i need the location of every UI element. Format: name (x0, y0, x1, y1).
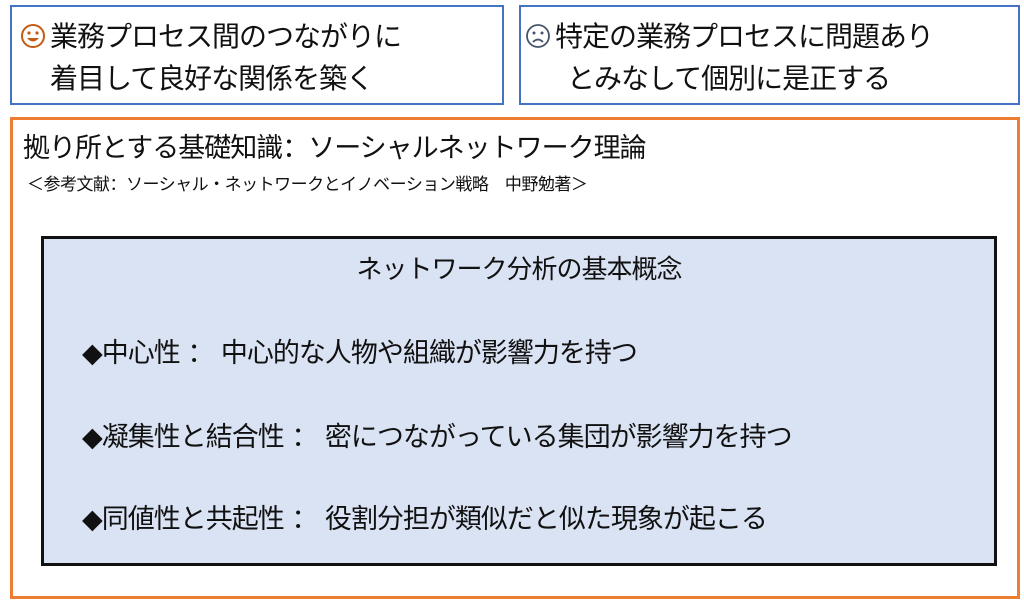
foundation-title: 拠り所とする基礎知識：ソーシャルネットワーク理論 (23, 133, 647, 164)
concept-item: ◆中心性 ： 中心的な人物や組織が影響力を持つ (82, 338, 638, 369)
concept-item: ◆凝集性と結合性 ： 密につながっている集団が影響力を持つ (82, 422, 793, 453)
positive-line-1: 業務プロセス間のつながりに (50, 20, 402, 53)
concept-item: ◆同値性と共起性 ： 役割分担が類似だと似た現象が起こる (82, 504, 768, 535)
positive-line-2: 着目して良好な関係を築く (50, 62, 374, 95)
smiley-face-icon (21, 24, 45, 48)
foundation-box: 拠り所とする基礎知識：ソーシャルネットワーク理論 ＜参考文献：ソーシャル・ネット… (10, 117, 1020, 599)
negative-approach-box: 特定の業務プロセスに問題あり とみなして個別に是正する (519, 5, 1020, 105)
reference-citation: ＜参考文献：ソーシャル・ネットワークとイノベーション戦略 中野勉著＞ (27, 175, 588, 195)
negative-line-2: とみなして個別に是正する (567, 62, 891, 95)
negative-line-1: 特定の業務プロセスに問題あり (555, 20, 934, 53)
positive-approach-box: 業務プロセス間のつながりに 着目して良好な関係を築く (10, 5, 504, 105)
concepts-panel: ネットワーク分析の基本概念 ◆中心性 ： 中心的な人物や組織が影響力を持つ ◆凝… (41, 236, 997, 566)
concepts-heading: ネットワーク分析の基本概念 (356, 255, 682, 285)
sad-face-icon (526, 24, 550, 48)
